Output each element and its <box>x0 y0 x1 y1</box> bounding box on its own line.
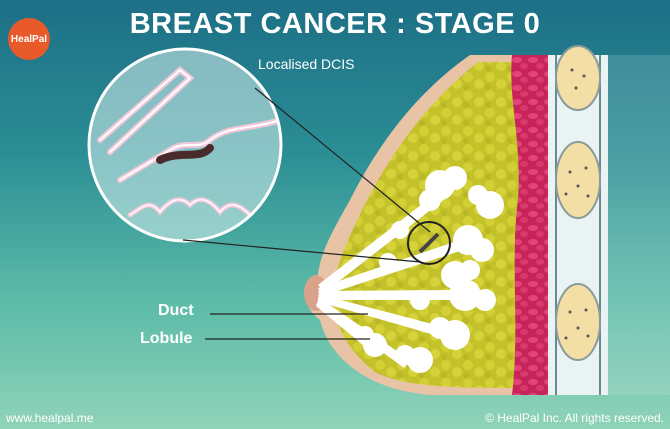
zoom-lens <box>87 47 283 243</box>
label-localised-dcis: Localised DCIS <box>258 56 355 72</box>
leader-lens <box>182 239 421 263</box>
dcis-highlight-ring <box>407 221 451 265</box>
ribs <box>555 45 601 361</box>
label-lobule: Lobule <box>140 330 193 347</box>
ducts-and-lobules <box>316 166 504 373</box>
page-title: BREAST CANCER : STAGE 0 <box>129 8 541 40</box>
healpal-logo: HealPal <box>8 18 50 60</box>
footer-copyright: © HealPal Inc. All rights reserved. <box>485 411 664 425</box>
chest-muscle <box>511 55 548 395</box>
label-duct: Duct <box>158 302 194 319</box>
leader-dcis <box>254 87 431 233</box>
footer-website[interactable]: www.healpal.me <box>6 411 94 425</box>
